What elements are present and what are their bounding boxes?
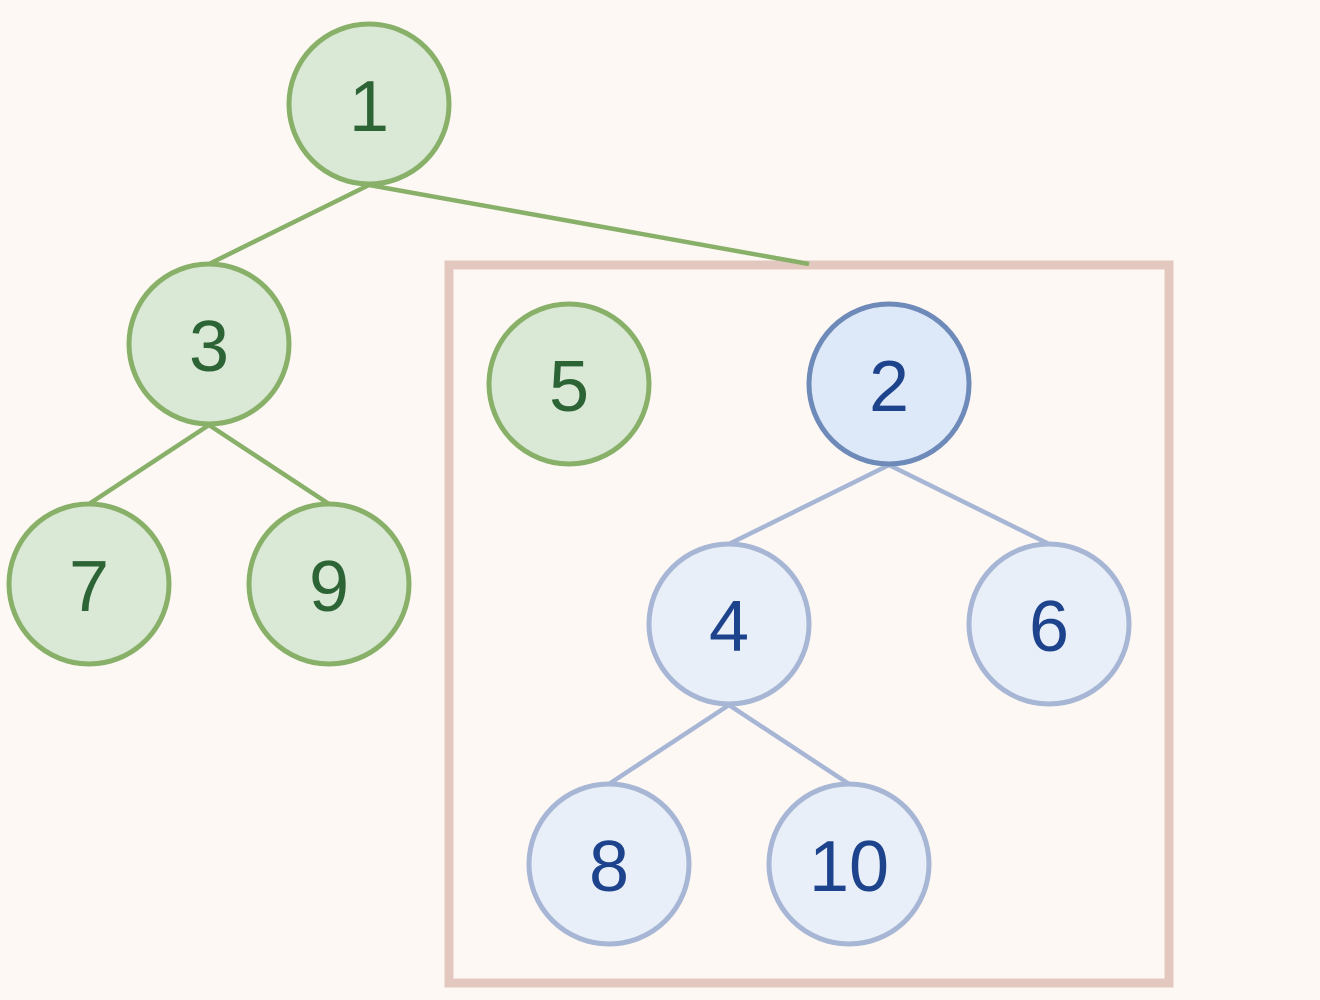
node-9-circle: [246, 501, 412, 667]
node-5-label: 5: [549, 347, 589, 427]
node-7-label: 7: [69, 547, 109, 627]
node-2: 2: [806, 301, 972, 467]
node-9-label: 9: [309, 547, 349, 627]
edge-1-3: [208, 182, 370, 267]
node-8-label: 8: [589, 827, 629, 907]
edge-2-4: [728, 462, 890, 547]
node-5-circle: [486, 301, 652, 467]
node-9: 9: [246, 501, 412, 667]
edge-3-9: [207, 423, 331, 506]
node-5: 5: [486, 301, 652, 467]
node-1: 1: [286, 21, 452, 187]
node-3: 3: [126, 261, 292, 427]
edges-layer: [87, 182, 1050, 786]
node-8-circle: [526, 781, 692, 947]
node-3-circle: [126, 261, 292, 427]
edge-3-7: [87, 423, 211, 506]
node-4-circle: [646, 541, 812, 707]
node-1-circle: [286, 21, 452, 187]
node-6-label: 6: [1029, 587, 1069, 667]
node-10: 10: [766, 781, 932, 947]
node-8: 8: [526, 781, 692, 947]
edge-2-6: [888, 462, 1050, 547]
node-3-label: 3: [189, 307, 229, 387]
subtree-box: [444, 260, 1174, 988]
node-4-label: 4: [709, 587, 749, 667]
node-10-circle: [766, 781, 932, 947]
edge-1-subtree: [368, 182, 810, 267]
node-7-circle: [6, 501, 172, 667]
node-10-label: 10: [809, 827, 889, 907]
node-6: 6: [966, 541, 1132, 707]
node-2-label: 2: [869, 347, 909, 427]
node-2-circle: [806, 301, 972, 467]
node-4: 4: [646, 541, 812, 707]
node-1-label: 1: [349, 67, 389, 147]
node-7: 7: [6, 501, 172, 667]
edge-4-8: [607, 703, 731, 786]
node-6-circle: [966, 541, 1132, 707]
edge-4-10: [727, 703, 851, 786]
